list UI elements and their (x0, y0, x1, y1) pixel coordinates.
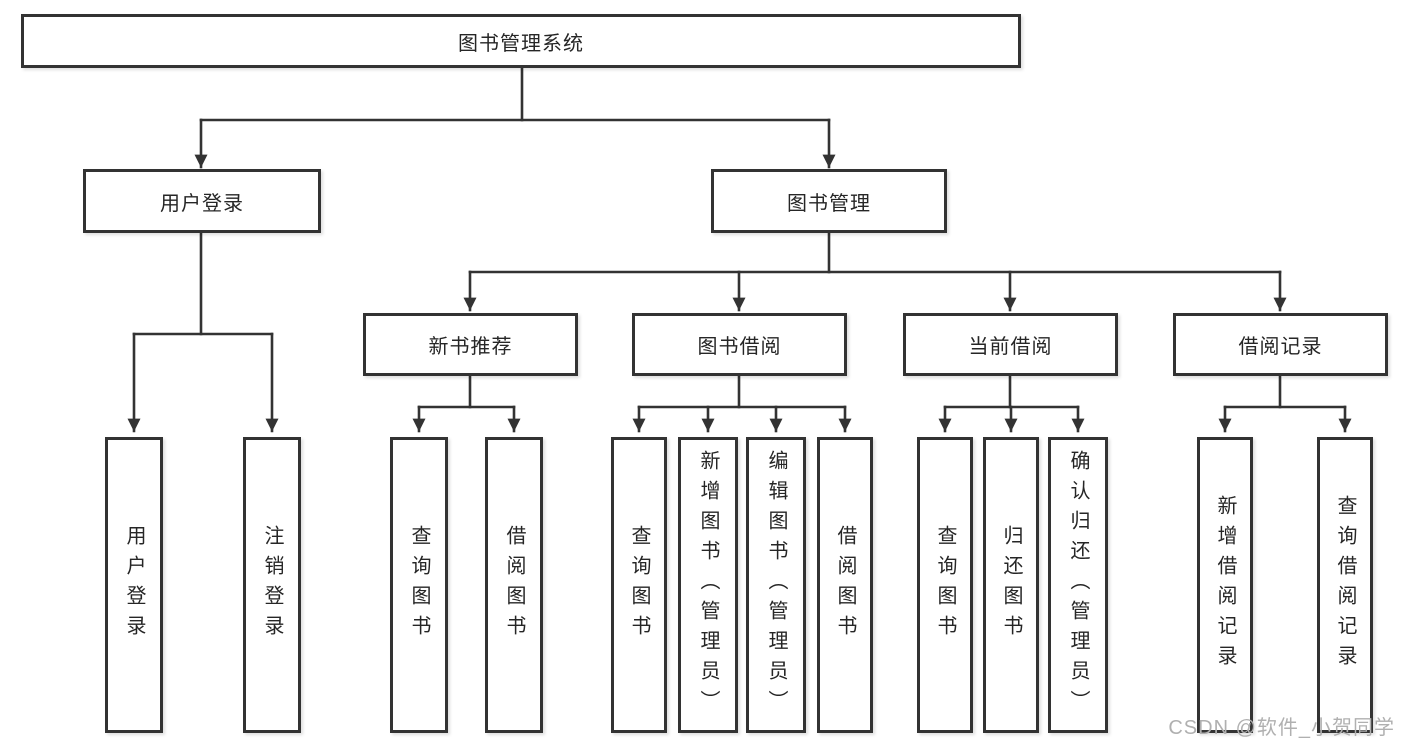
leaf-add-borrow-record: 新增借阅记录 (1197, 437, 1253, 733)
csdn-watermark: CSDN @软件_小贺同学 (1168, 717, 1395, 739)
node-root-system: 图书管理系统 (21, 14, 1021, 68)
leaf-query-books-recommend: 查询图书 (390, 437, 448, 733)
leaf-query-books-borrow: 查询图书 (611, 437, 667, 733)
leaf-return-books: 归还图书 (983, 437, 1039, 733)
node-book-borrow: 图书借阅 (632, 313, 847, 376)
leaf-borrow-books: 借阅图书 (817, 437, 873, 733)
leaf-query-books-current: 查询图书 (917, 437, 973, 733)
leaf-edit-books-admin: 编辑图书（管理员） (746, 437, 806, 733)
node-book-management: 图书管理 (711, 169, 947, 233)
node-new-book-recommend: 新书推荐 (363, 313, 578, 376)
leaf-query-borrow-record: 查询借阅记录 (1317, 437, 1373, 733)
node-user-login: 用户登录 (83, 169, 321, 233)
node-borrow-records: 借阅记录 (1173, 313, 1388, 376)
node-current-borrow: 当前借阅 (903, 313, 1118, 376)
leaf-logout: 注销登录 (243, 437, 301, 733)
leaf-confirm-return-admin: 确认归还（管理员） (1048, 437, 1108, 733)
leaf-user-login: 用户登录 (105, 437, 163, 733)
leaf-borrow-books-recommend: 借阅图书 (485, 437, 543, 733)
leaf-add-books-admin: 新增图书（管理员） (678, 437, 738, 733)
